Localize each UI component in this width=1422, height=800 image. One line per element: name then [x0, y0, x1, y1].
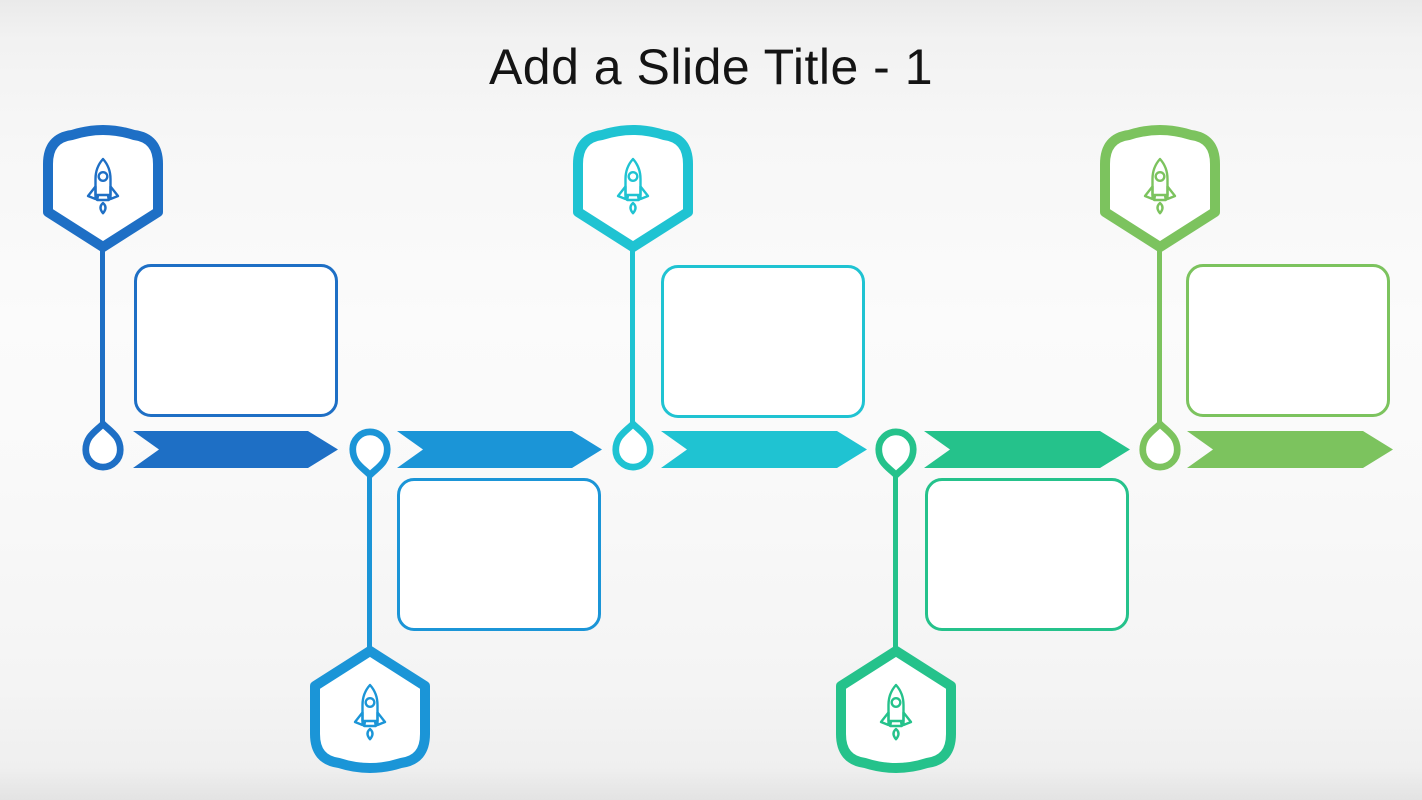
timeline-node-step2	[349, 428, 391, 478]
box-text-step5	[1189, 267, 1387, 287]
timeline-arrow-step5	[1187, 431, 1393, 468]
content-placeholder-box-step1[interactable]	[134, 264, 338, 417]
box-text-step2	[400, 481, 598, 501]
rocket-icon	[1143, 157, 1177, 215]
timeline-node-step4	[875, 428, 917, 478]
rocket-icon	[353, 683, 387, 741]
content-placeholder-box-step5[interactable]	[1186, 264, 1390, 417]
content-placeholder-box-step3[interactable]	[661, 265, 865, 418]
timeline-arrow-step2	[397, 431, 602, 468]
content-placeholder-box-step2[interactable]	[397, 478, 601, 631]
shield-badge-step2	[310, 646, 430, 773]
connector-line-step2	[367, 472, 372, 652]
rocket-icon	[879, 683, 913, 741]
box-text-step1	[137, 267, 335, 287]
connector-line-step4	[893, 472, 898, 652]
connector-line-step1	[100, 246, 105, 426]
shield-badge-step5	[1100, 125, 1220, 252]
connector-line-step5	[1157, 246, 1162, 426]
rocket-icon	[86, 157, 120, 215]
rocket-icon	[616, 157, 650, 215]
connector-line-step3	[630, 246, 635, 426]
timeline-node-step5	[1139, 421, 1181, 471]
content-placeholder-box-step4[interactable]	[925, 478, 1129, 631]
timeline-arrow-step1	[133, 431, 338, 468]
timeline-arrow-step3	[661, 431, 867, 468]
slide-title[interactable]: Add a Slide Title - 1	[488, 39, 934, 95]
timeline-node-step1	[82, 421, 124, 471]
timeline-arrow-step4	[924, 431, 1130, 468]
timeline-node-step3	[612, 421, 654, 471]
shield-badge-step4	[836, 646, 956, 773]
box-text-step4	[928, 481, 1126, 501]
shield-badge-step1	[43, 125, 163, 252]
shield-badge-step3	[573, 125, 693, 252]
box-text-step3	[664, 268, 862, 288]
